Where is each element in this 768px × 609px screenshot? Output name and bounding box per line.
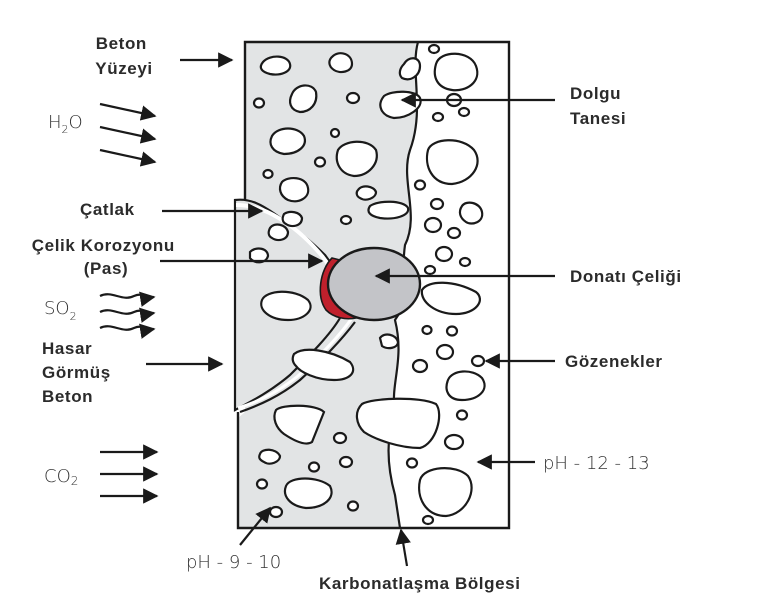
h2o-arrows <box>99 102 157 167</box>
pore <box>313 156 327 168</box>
pore <box>411 358 429 374</box>
label-dolgu-tanesi: Dolgu Tanesi <box>570 84 626 128</box>
aggregate-stone <box>355 185 378 201</box>
pore <box>443 433 465 451</box>
pore <box>435 343 455 361</box>
aggregate-stone <box>259 55 292 76</box>
label-celik-korozyonu: Çelik Korozyonu (Pas) <box>32 236 180 278</box>
pore <box>421 324 433 336</box>
aggregate-stone <box>425 139 479 186</box>
pore <box>429 197 445 211</box>
pore <box>431 111 445 123</box>
label-catlak: Çatlak <box>80 200 135 219</box>
aggregate-stone <box>433 52 479 92</box>
so2-arrows <box>99 291 156 339</box>
pore <box>345 91 361 105</box>
aggregate-stone <box>278 176 310 203</box>
aggregate-stone <box>335 140 378 178</box>
aggregate-stone <box>420 281 481 316</box>
label-karbonatlasma-bolgesi: Karbonatlaşma Bölgesi <box>319 574 521 593</box>
block-outline <box>236 40 511 530</box>
label-ph-high: pH - 12 - 13 <box>543 453 650 474</box>
aggregate-stone <box>355 397 441 450</box>
pore <box>455 409 469 421</box>
aggregate-stone <box>458 201 484 225</box>
co2-arrows <box>100 444 159 504</box>
aggregate-stone <box>367 200 410 220</box>
label-co2: CO2 <box>44 466 78 488</box>
pore <box>434 245 454 263</box>
aggregates <box>248 43 486 526</box>
pore <box>346 500 360 512</box>
pore <box>255 478 269 490</box>
pore <box>457 106 471 118</box>
pore <box>423 216 443 234</box>
pore <box>413 179 427 191</box>
pore <box>252 97 266 109</box>
label-beton-yuzeyi: Beton Yüzeyi <box>95 34 152 78</box>
aggregate-stone <box>283 477 333 510</box>
aggregate-stone <box>267 223 290 242</box>
aggregate-stone <box>258 448 282 465</box>
aggregate-stone <box>418 467 473 518</box>
pore <box>427 43 441 55</box>
pore <box>339 214 353 226</box>
label-ph-low: pH - 9 - 10 <box>186 552 281 573</box>
crack-gap-lower <box>237 317 354 410</box>
pore <box>470 354 486 368</box>
aggregate-stone <box>269 127 306 156</box>
pore <box>307 461 321 473</box>
aggregate-stone <box>281 210 304 228</box>
pore <box>458 256 472 268</box>
pore <box>405 457 419 469</box>
pore <box>423 264 437 276</box>
rebar-steel <box>326 246 422 322</box>
pore <box>332 431 348 445</box>
label-donati-celigi: Donatı Çeliği <box>570 267 682 286</box>
pore <box>446 226 462 240</box>
aggregate-stone <box>328 52 354 74</box>
aggregate-stone <box>398 57 422 81</box>
aggregate-stone <box>260 290 312 322</box>
crack-line-lower <box>239 321 356 414</box>
aggregate-stone <box>378 333 400 350</box>
label-gozenekler: Gözenekler <box>565 352 663 371</box>
pore <box>329 127 341 139</box>
arrow-ph-low <box>239 506 271 546</box>
aggregate-stone <box>445 370 486 402</box>
aggregate-stone <box>289 84 318 114</box>
label-hasar-gormus-beton: Hasar Görmüş Beton <box>42 339 116 406</box>
pore <box>445 325 459 337</box>
aggregate-stone <box>291 348 355 382</box>
pore <box>338 455 354 469</box>
aggregate-stone <box>273 404 326 445</box>
pore <box>268 505 284 519</box>
label-so2: SO2 <box>44 298 77 323</box>
pore <box>421 514 435 526</box>
arrow-karbonatlasma <box>395 528 411 567</box>
label-h2o: H2O <box>48 112 83 136</box>
pore <box>262 168 274 180</box>
